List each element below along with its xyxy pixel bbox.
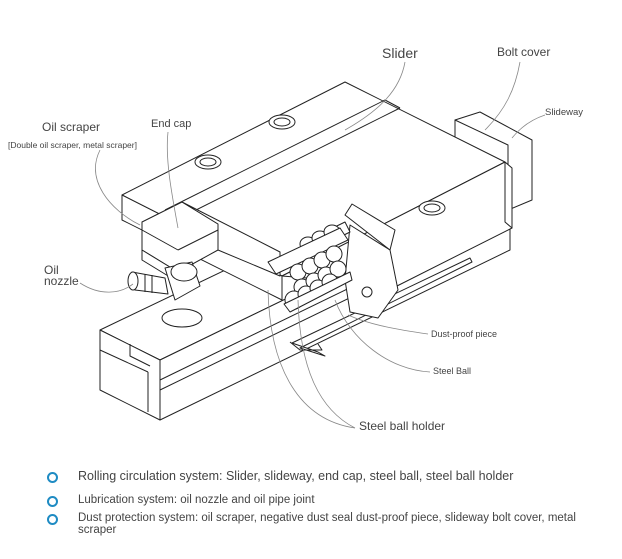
leader-lines — [79, 61, 546, 429]
legend-text: Dust protection system: oil scraper, neg… — [78, 512, 576, 536]
bullet-circle-icon — [47, 496, 58, 507]
label-oil-nozzle-2: nozzle — [44, 274, 79, 288]
label-oil-scraper: Oil scraper — [42, 120, 100, 134]
steel-balls — [267, 221, 353, 313]
oil-nozzle — [127, 261, 203, 328]
legend: Rolling circulation system: Slider, slid… — [44, 470, 614, 542]
label-dust-proof-piece: Dust-proof piece — [431, 329, 497, 339]
legend-item-lubrication: Lubrication system: oil nozzle and oil p… — [44, 494, 614, 512]
bullet-circle-icon — [47, 472, 58, 483]
legend-text: Lubrication system: oil nozzle and oil p… — [78, 494, 315, 506]
label-slideway: Slideway — [545, 107, 583, 118]
label-steel-ball-holder: Steel ball holder — [359, 419, 445, 433]
label-bolt-cover: Bolt cover — [497, 45, 550, 59]
label-oil-nozzle-1: Oil — [44, 263, 59, 277]
label-slider: Slider — [382, 45, 418, 61]
legend-item-rolling: Rolling circulation system: Slider, slid… — [44, 470, 614, 494]
label-steel-ball: Steel Ball — [433, 366, 471, 376]
legend-text: Rolling circulation system: Slider, slid… — [78, 469, 514, 483]
bullet-circle-icon — [47, 514, 58, 525]
label-end-cap: End cap — [151, 118, 191, 130]
label-oil-scraper-detail: [Double oil scraper, metal scraper] — [8, 140, 137, 150]
legend-item-dust-protection: Dust protection system: oil scraper, neg… — [44, 512, 614, 542]
